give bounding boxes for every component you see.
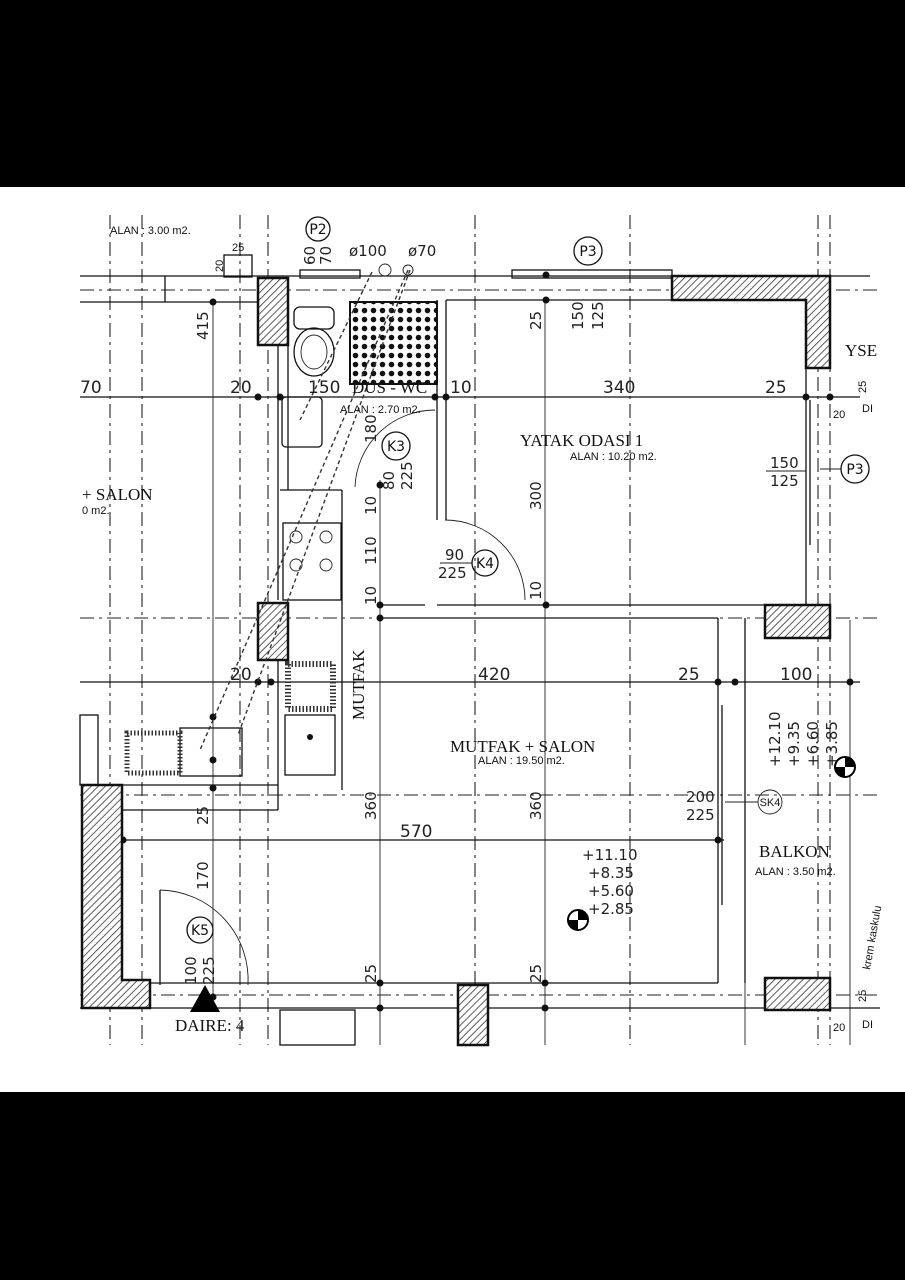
- svg-text:150: 150: [770, 454, 799, 472]
- svg-text:ø70: ø70: [408, 242, 436, 260]
- svg-text:20: 20: [230, 378, 252, 398]
- svg-text:225: 225: [686, 806, 715, 824]
- svg-text:25: 25: [857, 990, 869, 1002]
- tag-p3-top[interactable]: P3: [579, 244, 596, 260]
- svg-text:420: 420: [478, 665, 510, 685]
- tag-p3-right[interactable]: P3: [846, 462, 863, 478]
- fridge: [285, 661, 336, 712]
- svg-text:125: 125: [770, 472, 799, 490]
- svg-text:ALAN : 19.50 m2.: ALAN : 19.50 m2.: [478, 755, 565, 767]
- room-name-bedroom: YATAK ODASI 1: [520, 431, 643, 450]
- svg-text:300: 300: [527, 481, 545, 510]
- svg-text:570: 570: [400, 822, 432, 842]
- svg-text:25: 25: [678, 665, 700, 685]
- wash-basin: [281, 396, 323, 448]
- svg-text:360: 360: [362, 791, 380, 820]
- svg-text:225: 225: [438, 564, 467, 582]
- svg-text:25: 25: [527, 311, 545, 330]
- svg-text:DI: DI: [862, 1019, 873, 1031]
- tag-sk4[interactable]: SK4: [760, 797, 781, 809]
- svg-text:25: 25: [765, 378, 787, 398]
- apartment-label: DAIRE: 4: [175, 1016, 245, 1035]
- shower-tray: [349, 301, 438, 385]
- svg-text:225: 225: [200, 956, 218, 985]
- tag-p2[interactable]: P2: [309, 222, 326, 238]
- elevation-marker-icon: [834, 756, 856, 778]
- svg-text:+8.35: +8.35: [588, 864, 634, 882]
- room-name-shower-wc: DUS - WC: [352, 378, 427, 397]
- svg-text:10: 10: [362, 586, 380, 605]
- kitchen-sink: [284, 714, 336, 776]
- svg-text:25: 25: [232, 242, 244, 254]
- svg-text:MUTFAK: MUTFAK: [349, 649, 368, 720]
- svg-text:100: 100: [780, 665, 812, 685]
- svg-text:ø100: ø100: [349, 242, 387, 260]
- svg-text:150: 150: [308, 378, 340, 398]
- svg-text:225: 225: [398, 461, 416, 490]
- tag-k5[interactable]: K5: [191, 923, 209, 939]
- entrance-arrow: [190, 985, 220, 1012]
- svg-text:360: 360: [527, 791, 545, 820]
- svg-text:ALAN : 3.50 m2.: ALAN : 3.50 m2.: [755, 866, 836, 878]
- svg-text:90: 90: [445, 546, 464, 564]
- svg-text:+11.10: +11.10: [582, 846, 638, 864]
- dimension-texts: 70 20 150 10 340 25 20 420 25 100 570 41…: [80, 242, 869, 1034]
- svg-text:100: 100: [182, 956, 200, 985]
- svg-text:YSE: YSE: [845, 341, 877, 360]
- svg-text:+9.35: +9.35: [785, 721, 803, 767]
- svg-text:180: 180: [362, 414, 380, 443]
- svg-text:80: 80: [380, 471, 398, 490]
- stove: [282, 522, 342, 601]
- svg-text:20: 20: [833, 409, 845, 421]
- opening-tags[interactable]: P2 P3 P3 K3 K4 K5 SK4: [186, 216, 870, 944]
- elevation-marker-icon: [567, 909, 589, 931]
- walls: [80, 254, 880, 1047]
- svg-text:200: 200: [686, 788, 715, 806]
- svg-text:+3.85: +3.85: [823, 721, 841, 767]
- svg-text:ALAN : 2.70 m2.: ALAN : 2.70 m2.: [340, 404, 421, 416]
- svg-text:10: 10: [527, 581, 545, 600]
- svg-text:110: 110: [362, 536, 380, 565]
- svg-text:ALAN : 3.00 m2.: ALAN : 3.00 m2.: [110, 225, 191, 237]
- svg-text:20: 20: [833, 1022, 845, 1034]
- toilet-tank: [293, 306, 335, 330]
- svg-text:+6.60: +6.60: [804, 721, 822, 767]
- svg-text:25: 25: [194, 806, 212, 825]
- drawing-sheet: P2 P3 P3 K3 K4 K5 SK4 70 20 150 10 340 2…: [0, 187, 905, 1092]
- svg-text:415: 415: [194, 311, 212, 340]
- svg-text:25: 25: [857, 381, 869, 393]
- svg-text:DI: DI: [862, 403, 873, 415]
- svg-text:20: 20: [214, 260, 226, 272]
- svg-text:0 m2.: 0 m2.: [82, 505, 110, 517]
- svg-text:10: 10: [362, 496, 380, 515]
- svg-text:25: 25: [527, 964, 545, 983]
- svg-text:+5.60: +5.60: [588, 882, 634, 900]
- tag-k3[interactable]: K3: [387, 439, 405, 455]
- svg-text:150: 150: [569, 301, 587, 330]
- svg-text:340: 340: [603, 378, 635, 398]
- room-name-kitchen-living: MUTFAK + SALON: [450, 737, 595, 756]
- room-name-balcony: BALKON: [759, 842, 830, 861]
- floor-plan: P2 P3 P3 K3 K4 K5 SK4 70 20 150 10 340 2…: [79, 215, 884, 1047]
- svg-text:60: 60: [301, 246, 319, 265]
- svg-text:+2.85: +2.85: [588, 900, 634, 918]
- svg-text:170: 170: [194, 861, 212, 890]
- svg-text:+ SALON: + SALON: [82, 485, 153, 504]
- svg-text:krem kaskulu: krem kaskulu: [861, 905, 884, 971]
- fixtures: [79, 263, 856, 1012]
- svg-text:10: 10: [450, 378, 472, 398]
- svg-text:125: 125: [589, 301, 607, 330]
- opening-sizes: 60 70 150 125 150 125 80 225 90 225 100 …: [182, 246, 806, 985]
- svg-text:20: 20: [230, 665, 252, 685]
- svg-text:25: 25: [362, 964, 380, 983]
- left-counter-sink: [179, 727, 243, 777]
- svg-text:+12.10: +12.10: [766, 711, 784, 767]
- room-labels: YATAK ODASI 1 ALAN : 10.20 m2. MUTFAK + …: [82, 225, 884, 1035]
- toilet-bowl: [293, 327, 335, 377]
- svg-text:70: 70: [80, 378, 102, 398]
- svg-text:70: 70: [317, 246, 335, 265]
- svg-text:ALAN : 10.20 m2.: ALAN : 10.20 m2.: [570, 451, 657, 463]
- tag-k4[interactable]: K4: [476, 556, 494, 572]
